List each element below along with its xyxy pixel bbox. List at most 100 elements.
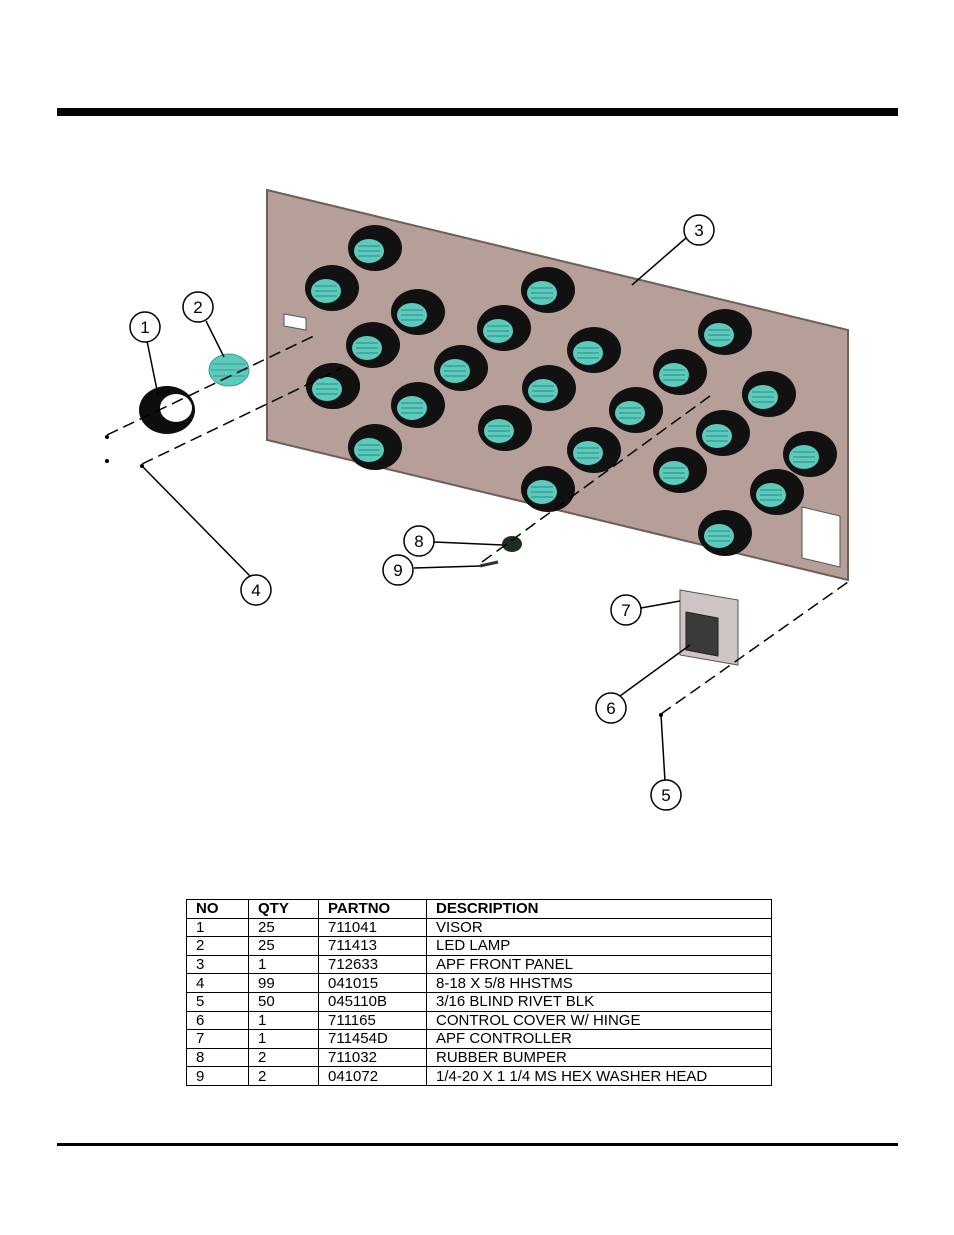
led-lamp-exploded (208, 353, 250, 387)
visor-lamp-15 (609, 387, 663, 433)
cell-no: 8 (186, 1047, 249, 1068)
cell-partno: 041072 (318, 1066, 427, 1086)
visor-lamp-13 (653, 349, 707, 395)
visor-lamp-16 (348, 424, 402, 470)
cell-no: 6 (186, 1010, 249, 1031)
cell-no: 7 (186, 1029, 249, 1049)
visor-lamp-21 (521, 466, 575, 512)
callout-label-2: 2 (193, 298, 202, 317)
visor-lamp-19 (696, 410, 750, 456)
visor-lamp-17 (478, 405, 532, 451)
controller-assembly (679, 589, 739, 666)
cell-description: CONTROL COVER W/ HINGE (426, 1010, 772, 1031)
visor-lamp-3 (391, 289, 445, 335)
visor-lamp-8 (698, 309, 752, 355)
callout-label-8: 8 (414, 532, 423, 551)
cell-qty: 99 (248, 973, 319, 993)
visor-lamp-14 (742, 371, 796, 417)
callout-label-3: 3 (694, 221, 703, 240)
callout-label-4: 4 (251, 581, 260, 600)
cell-qty: 25 (248, 917, 319, 938)
assembly-lines (106, 333, 849, 715)
cell-qty: 1 (248, 1010, 319, 1031)
cell-no: 4 (186, 973, 249, 993)
callout-label-7: 7 (621, 601, 630, 620)
cell-no: 9 (186, 1066, 249, 1086)
col-header-partno: PARTNO (318, 899, 427, 919)
cell-description: 3/16 BLIND RIVET BLK (426, 991, 772, 1012)
exploded-view-diagram: 1 2 3 4 5 6 7 8 9 (105, 188, 849, 811)
cell-partno: 045110B (318, 991, 427, 1012)
cell-no: 5 (186, 991, 249, 1012)
cell-partno: 712633 (318, 954, 427, 975)
callout-8 (403, 525, 435, 557)
cell-no: 2 (186, 936, 249, 956)
visor-lamp-10 (434, 345, 488, 391)
callout-label-1: 1 (140, 318, 149, 337)
visor-lamp-20 (783, 431, 837, 477)
visor-lamp-23 (750, 469, 804, 515)
callout-2 (182, 291, 214, 323)
cell-partno: 711032 (318, 1047, 427, 1068)
visor-lamp-1 (348, 225, 402, 271)
header-rule (57, 108, 898, 116)
cell-no: 1 (186, 917, 249, 938)
rubber-bumper (502, 536, 522, 552)
cell-partno: 711454D (318, 1029, 427, 1049)
col-header-description: DESCRIPTION (426, 899, 772, 919)
cell-description: RUBBER BUMPER (426, 1047, 772, 1068)
cell-qty: 25 (248, 936, 319, 956)
cell-no: 3 (186, 954, 249, 975)
cell-description: APF FRONT PANEL (426, 954, 772, 975)
cell-description: 1/4-20 X 1 1/4 MS HEX WASHER HEAD (426, 1066, 772, 1086)
cell-qty: 2 (248, 1047, 319, 1068)
cell-partno: 711165 (318, 1010, 427, 1031)
visor-lamp-6 (477, 305, 531, 351)
callout-3 (683, 214, 715, 246)
col-header-no: NO (186, 899, 249, 919)
visor-lamp-18 (567, 427, 621, 473)
callout-9 (382, 554, 414, 586)
cell-qty: 1 (248, 1029, 319, 1049)
callout-6 (595, 692, 627, 724)
callout-5 (650, 779, 682, 811)
visor-lamp-11 (391, 382, 445, 428)
leader-lines (141, 237, 691, 782)
visor-lamp-5 (346, 322, 400, 368)
cell-partno: 711413 (318, 936, 427, 956)
visor-lamp-7 (567, 327, 621, 373)
panel-cutout-right (801, 506, 841, 568)
visor-exploded (139, 386, 195, 434)
cell-qty: 50 (248, 991, 319, 1012)
callout-label-5: 5 (661, 786, 670, 805)
visor-lamp-12 (522, 365, 576, 411)
parts-table-header: NO QTY PARTNO DESCRIPTION (186, 899, 772, 919)
cell-qty: 1 (248, 954, 319, 975)
cell-description: LED LAMP (426, 936, 772, 956)
visor-lamp-22 (653, 447, 707, 493)
hex-bolt (479, 560, 499, 568)
cell-partno: 041015 (318, 973, 427, 993)
visor-lamp-2 (305, 265, 359, 311)
cell-description: APF CONTROLLER (426, 1029, 772, 1049)
callout-label-6: 6 (606, 699, 615, 718)
cell-partno: 711041 (318, 917, 427, 938)
callout-label-9: 9 (393, 561, 402, 580)
col-header-qty: QTY (248, 899, 319, 919)
visor-lamp-4 (521, 267, 575, 313)
panel-cutout-left (283, 313, 307, 331)
callout-4 (240, 574, 272, 606)
cell-description: VISOR (426, 917, 772, 938)
callout-7 (610, 594, 642, 626)
footer-rule (57, 1143, 898, 1146)
